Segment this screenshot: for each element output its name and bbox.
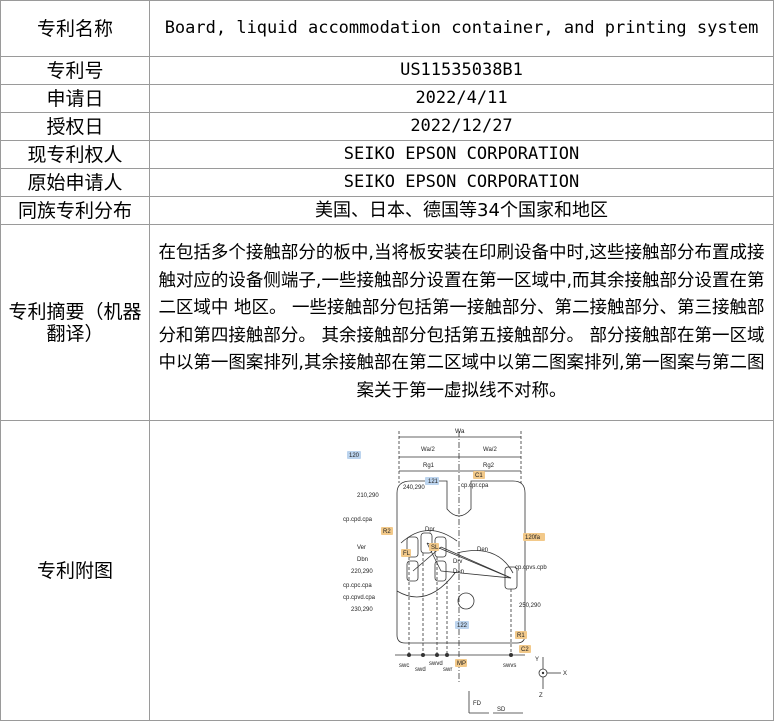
value-number: US11535038B1 — [149, 56, 774, 85]
label-220-290: 220,290 — [351, 569, 373, 575]
label-fd: FD — [473, 701, 482, 707]
label-assignee: 现专利权人 — [0, 140, 150, 169]
figure-cell: Wa Wa/2 Wa/2 Rg1 Rg2 120 121 C1 240,290 … — [149, 420, 774, 721]
label-121: 121 — [428, 479, 439, 485]
label-swvs: swvs — [503, 663, 516, 669]
label-swr: swr — [443, 667, 452, 673]
label-grant-date: 授权日 — [0, 112, 150, 141]
label-cp-cpr-cpa: cp.cpr.cpa — [461, 483, 489, 489]
label-abstract: 专利摘要（机器翻译） — [0, 224, 150, 421]
label-r2: R2 — [383, 529, 391, 535]
label-250-290: 250,290 — [519, 603, 541, 609]
label-c1: C1 — [475, 473, 483, 479]
row-family: 同族专利分布 美国、日本、德国等34个国家和地区 — [0, 196, 774, 225]
label-240-290: 240,290 — [403, 485, 425, 491]
value-filing-date: 2022/4/11 — [149, 84, 774, 113]
label-cp-cpd-cpa: cp.cpd.cpa — [343, 517, 373, 523]
label-title: 专利名称 — [0, 0, 150, 57]
label-swd: swd — [415, 667, 426, 673]
label-axis-y: Y — [535, 657, 539, 663]
value-grant-date: 2022/12/27 — [149, 112, 774, 141]
row-grant-date: 授权日 2022/12/27 — [0, 112, 774, 141]
value-assignee: SEIKO EPSON CORPORATION — [149, 140, 774, 169]
value-family: 美国、日本、德国等34个国家和地区 — [149, 196, 774, 225]
label-rg2: Rg2 — [483, 463, 495, 469]
label-wa-half-left: Wa/2 — [421, 447, 435, 453]
label-cp-cpvs-cpb: cp.cpvs.cpb — [515, 565, 547, 571]
label-filing-date: 申请日 — [0, 84, 150, 113]
row-assignee: 现专利权人 SEIKO EPSON CORPORATION — [0, 140, 774, 169]
label-mp: MP — [457, 661, 466, 667]
label-r1: R1 — [517, 633, 525, 639]
label-number: 专利号 — [0, 56, 150, 85]
value-original-applicant: SEIKO EPSON CORPORATION — [149, 168, 774, 197]
label-rg1: Rg1 — [423, 463, 435, 469]
row-filing-date: 申请日 2022/4/11 — [0, 84, 774, 113]
label-c2: C2 — [521, 647, 529, 653]
row-number: 专利号 US11535038B1 — [0, 56, 774, 85]
label-den: Den — [477, 547, 488, 553]
label-wa: Wa — [455, 428, 465, 435]
row-original-applicant: 原始申请人 SEIKO EPSON CORPORATION — [0, 168, 774, 197]
label-122: 122 — [457, 623, 468, 629]
row-title: 专利名称 Board, liquid accommodation contain… — [0, 0, 774, 57]
label-dpr: Dpr — [425, 527, 435, 533]
label-ver: Ver — [357, 545, 366, 551]
label-axis-z: Z — [539, 693, 543, 699]
value-abstract: 在包括多个接触部分的板中,当将板安装在印刷设备中时,这些接触部分布置成接触对应的… — [149, 224, 774, 421]
label-fl: FL — [403, 551, 411, 557]
value-title: Board, liquid accommodation container, a… — [149, 0, 774, 57]
label-sd: SD — [497, 707, 506, 713]
label-figure: 专利附图 — [0, 420, 150, 721]
row-figure: 专利附图 — [0, 420, 774, 721]
label-wa-half-right: Wa/2 — [483, 447, 497, 453]
label-120: 120 — [349, 453, 360, 459]
label-den-2: Den — [453, 569, 464, 575]
label-cp-cpc-cpa: cp.cpc.cpa — [343, 583, 372, 589]
label-original-applicant: 原始申请人 — [0, 168, 150, 197]
label-120fa: 120fa — [525, 535, 541, 541]
label-axis-x: X — [563, 671, 567, 677]
label-cp-cpvd-cpa: cp.cpvd.cpa — [343, 595, 376, 601]
label-drv: Drv — [453, 559, 462, 565]
label-dbn: Dbn — [357, 557, 368, 563]
label-swc: swc — [399, 663, 409, 669]
label-swvd: swvd — [429, 661, 443, 667]
label-230-290: 230,290 — [351, 607, 373, 613]
label-family: 同族专利分布 — [0, 196, 150, 225]
label-210-290: 210,290 — [357, 493, 379, 499]
row-abstract: 专利摘要（机器翻译） 在包括多个接触部分的板中,当将板安装在印刷设备中时,这些接… — [0, 224, 774, 421]
label-sl: SL — [431, 545, 439, 551]
patent-drawing: Wa Wa/2 Wa/2 Rg1 Rg2 120 121 C1 240,290 … — [343, 428, 567, 713]
